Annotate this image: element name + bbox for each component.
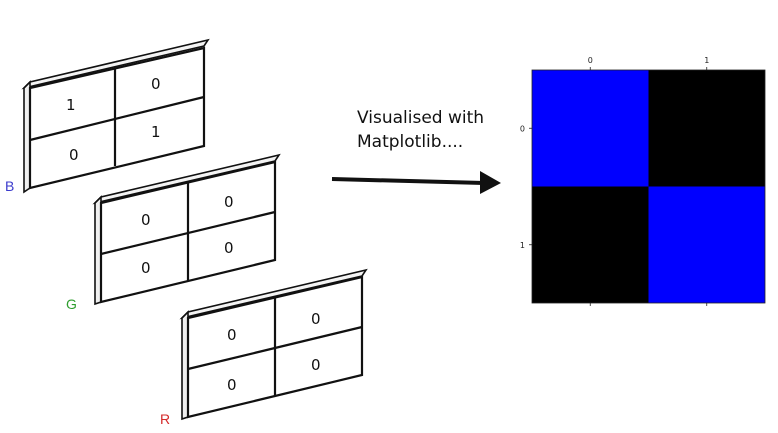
cell-value: 0 (227, 376, 237, 394)
heatmap-cell-1-0 (532, 186, 649, 303)
block-divider (100, 210, 276, 256)
heatmap-cell-0-1 (648, 70, 765, 187)
cell-value: 0 (69, 146, 79, 164)
block-divider (187, 325, 363, 371)
cell-value: 0 (141, 259, 151, 277)
arrow (331, 171, 501, 194)
block-divider (29, 95, 205, 142)
arrow-shaft (331, 177, 485, 185)
caption: Visualised with Matplotlib.... (357, 106, 507, 154)
cell-value: 0 (224, 193, 234, 211)
channel-label-r: R (160, 411, 170, 427)
y-tick-label: 1 (520, 241, 525, 250)
heatmap-cell-0-0 (532, 70, 649, 187)
channel-label-b: B (5, 178, 14, 194)
cell-value: 0 (151, 75, 161, 93)
cell-value: 0 (227, 326, 237, 344)
cell-value: 0 (311, 356, 321, 374)
cell-value: 0 (141, 211, 151, 229)
x-tick-label: 1 (704, 56, 709, 65)
channel-block-b: 1 0 0 1 B (5, 38, 210, 194)
heatmap-chart: 0 1 0 1 (520, 56, 766, 306)
cell-value: 1 (151, 123, 161, 141)
y-tick-label: 0 (520, 124, 525, 133)
x-tick-label: 0 (588, 56, 593, 65)
cell-value: 1 (66, 96, 76, 114)
channel-block-g: 0 0 0 0 G (66, 153, 281, 312)
caption-line-1: Visualised with (357, 108, 485, 128)
cell-value: 0 (224, 239, 234, 257)
caption-line-2: Matplotlib.... (357, 132, 464, 152)
heatmap-cell-1-1 (648, 186, 765, 303)
channel-block-r: 0 0 0 0 R (160, 268, 368, 427)
arrow-head (480, 171, 501, 194)
cell-value: 0 (311, 310, 321, 328)
channel-label-g: G (66, 296, 77, 312)
heatmap-frame (531, 69, 766, 304)
